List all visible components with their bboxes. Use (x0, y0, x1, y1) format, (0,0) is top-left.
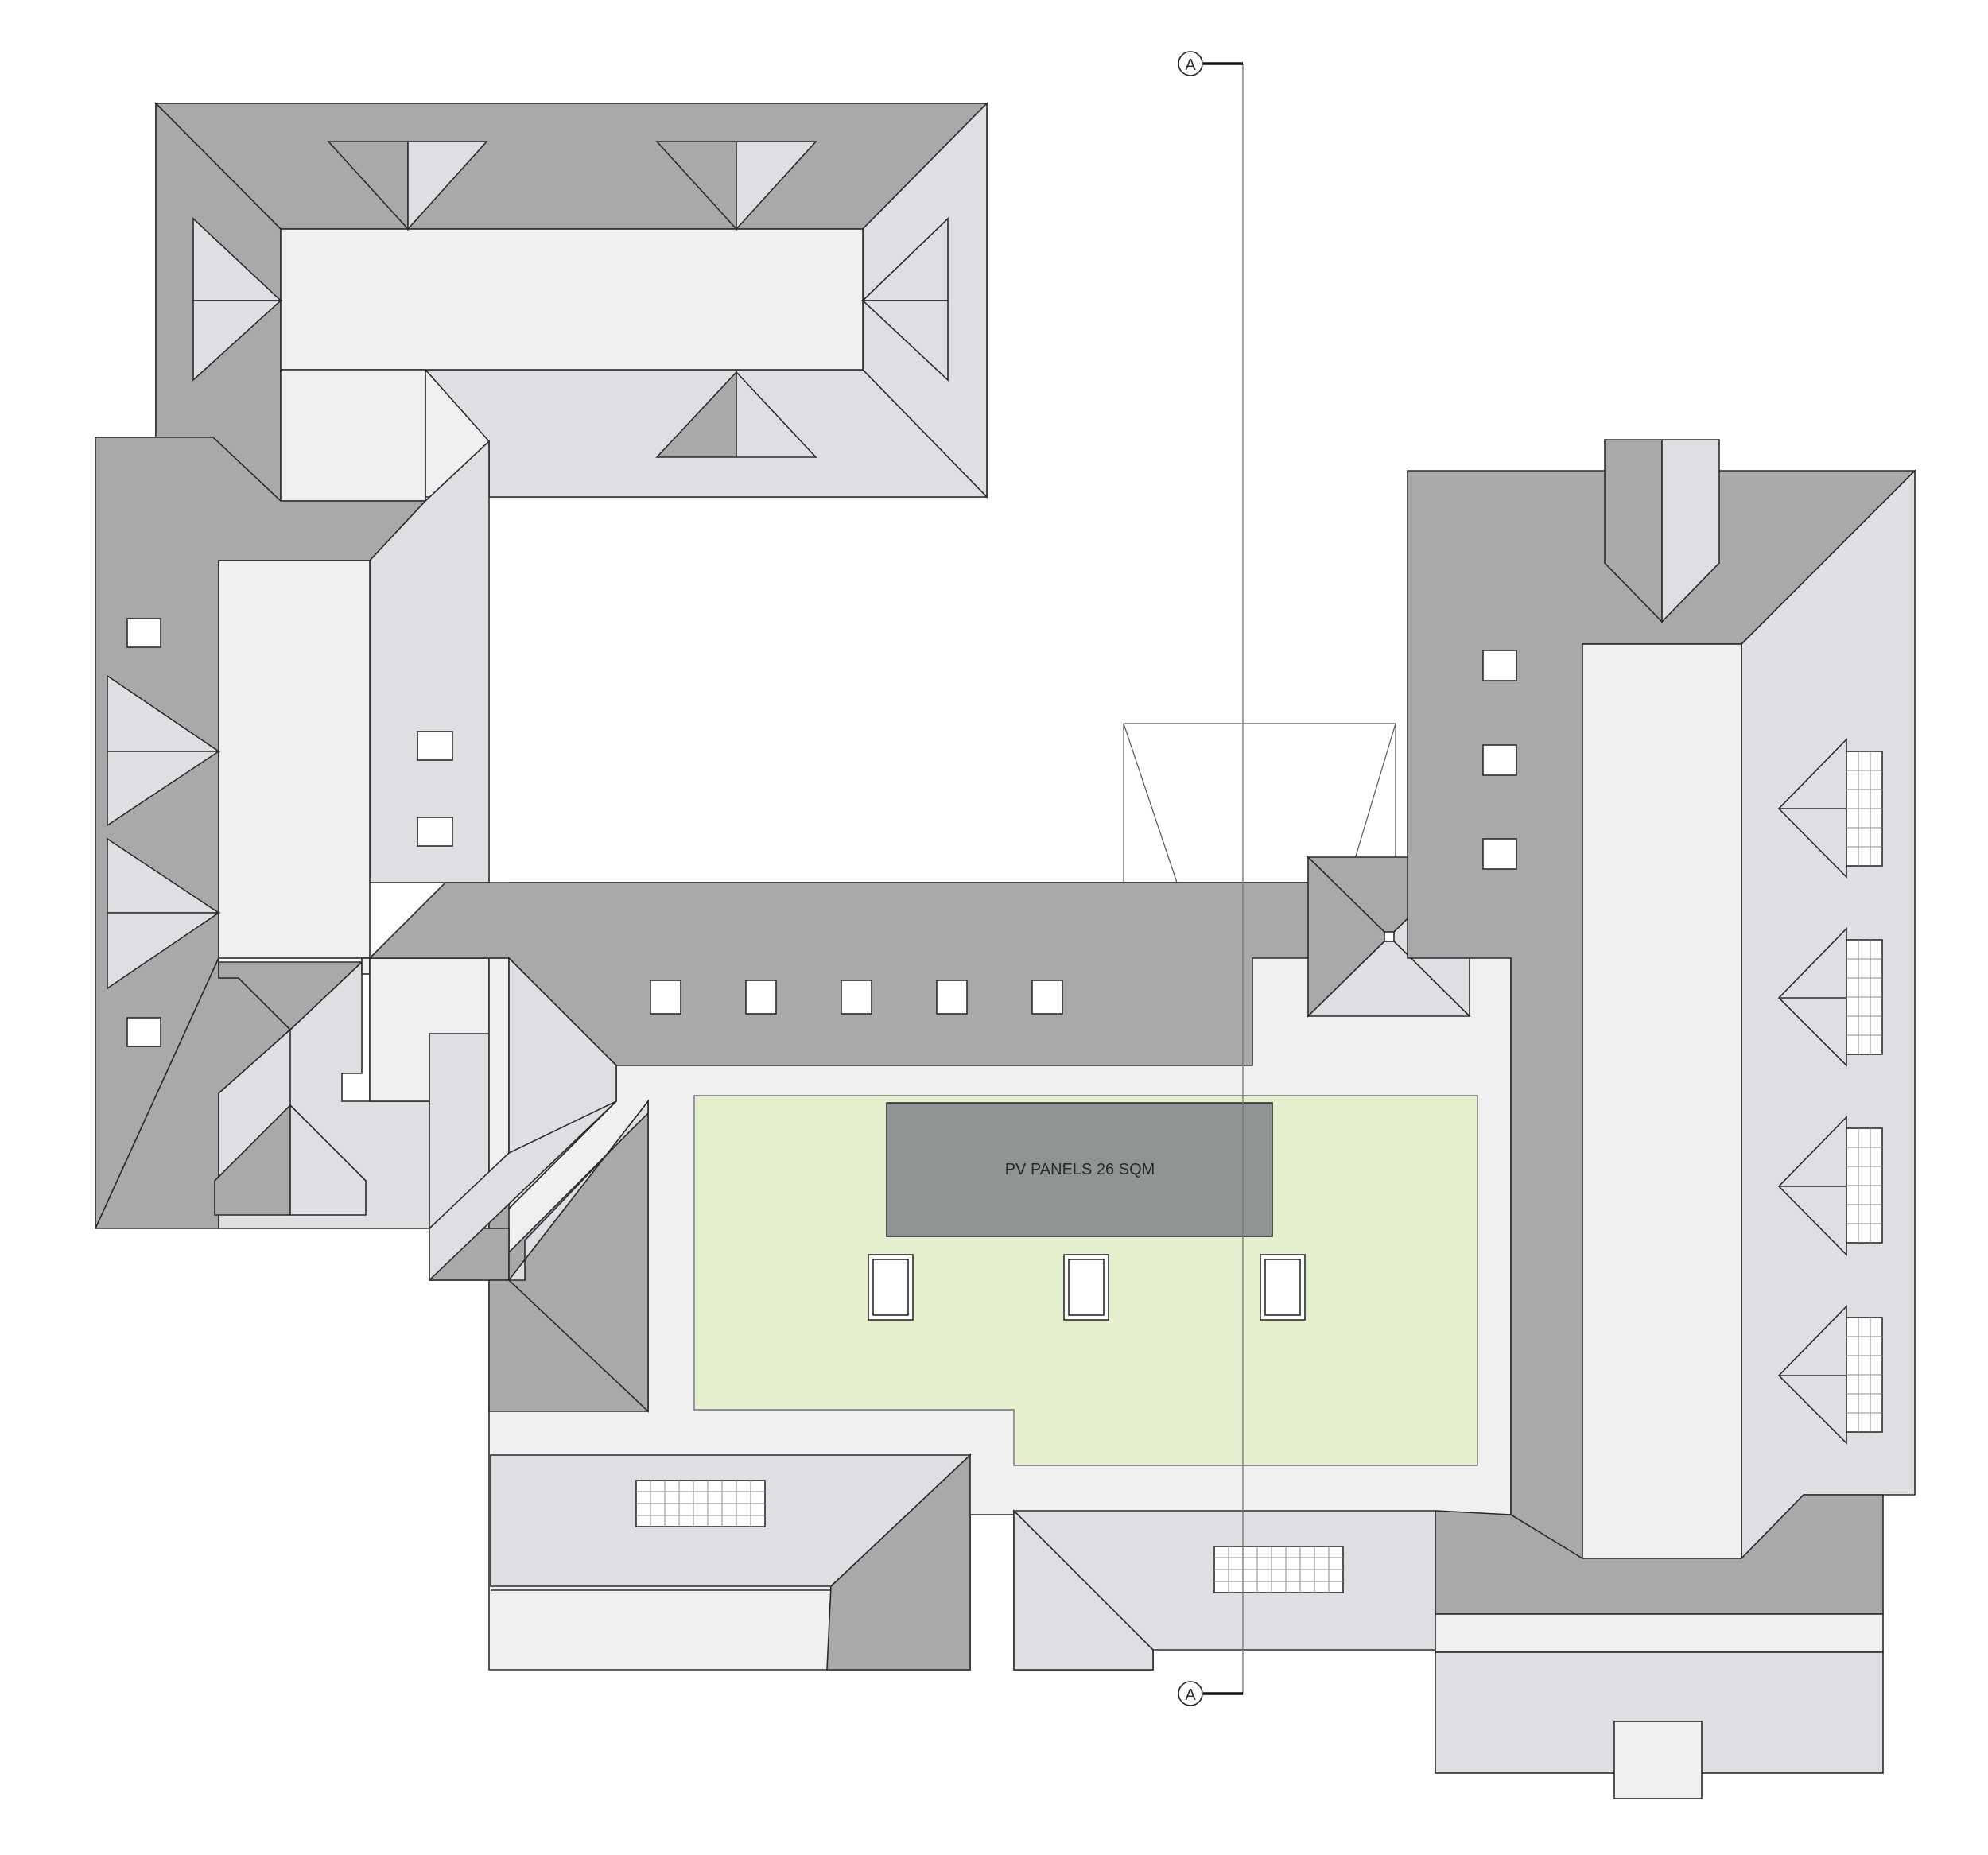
pv-panels-label: PV PANELS 26 SQM (1005, 1161, 1155, 1178)
section-line-a: A A (1178, 51, 1244, 1706)
west-wing-roof (94, 437, 490, 1229)
courtyard-outline (1123, 723, 1396, 883)
north-wing-roof (154, 102, 988, 502)
south-wing-roof (490, 1453, 1436, 1671)
section-marker-bottom: A (1185, 1686, 1196, 1704)
pv-panels: PV PANELS 26 SQM (886, 1102, 1273, 1237)
east-dormers (1777, 738, 1883, 1445)
east-wing-roof (1407, 439, 1916, 1799)
section-marker-top: A (1185, 56, 1196, 74)
